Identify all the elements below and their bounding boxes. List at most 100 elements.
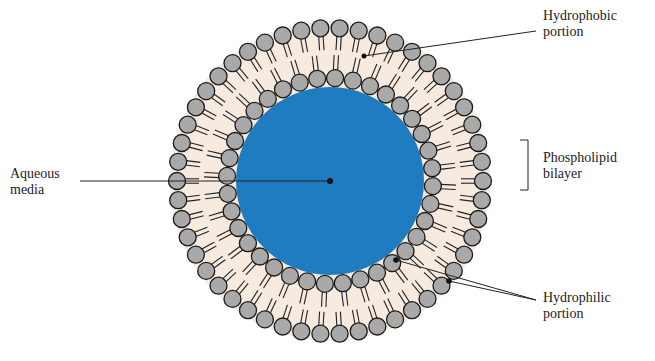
lipid-tail [439, 204, 454, 207]
lipid-tail [295, 60, 299, 74]
lipid-tail [440, 163, 455, 165]
lipid-head [475, 173, 492, 190]
lipid-head [210, 277, 227, 294]
lipid-head [246, 102, 263, 119]
lipid-head [230, 220, 247, 237]
lipid-head [219, 167, 236, 184]
lipid-tail [196, 126, 209, 131]
part-label: Aqueous media [10, 166, 78, 198]
lipid-tail [291, 61, 295, 75]
lipid-tail [279, 282, 285, 296]
lipid-head [413, 126, 430, 143]
lipid-tail [422, 243, 435, 251]
lipid-tail [207, 155, 222, 158]
lipid-tail [266, 51, 272, 64]
lipid-head [312, 325, 329, 342]
lipid-tail [205, 197, 220, 199]
lipid-tail [317, 56, 319, 71]
lipid-head [362, 78, 379, 95]
leader-dot [393, 257, 399, 263]
lipid-tail [440, 168, 455, 170]
lipid-tail [435, 260, 446, 268]
lipid-tail [287, 42, 291, 55]
lipid-tail [260, 273, 268, 286]
lipid-tail [194, 130, 207, 135]
leader-dot [446, 278, 452, 284]
lipid-head [420, 142, 437, 159]
lipid-head [327, 70, 344, 87]
lipid-tail [202, 242, 214, 249]
lipid-tail [223, 269, 233, 279]
lipid-head [404, 110, 421, 127]
lipid-head [473, 192, 490, 209]
lipid-tail [252, 82, 261, 94]
lipid-tail [186, 200, 200, 202]
leader-dot [327, 178, 333, 184]
lipid-tail [412, 283, 421, 294]
lipid-tail [460, 200, 474, 202]
lipid-tail [353, 58, 356, 73]
lipid-tail [335, 36, 337, 50]
lipid-tail [204, 176, 219, 178]
lipid-tail [433, 222, 447, 228]
lipid-head [377, 86, 394, 103]
lipid-tail [323, 312, 325, 326]
lipid-tail [214, 94, 225, 102]
lipid-head [369, 318, 386, 335]
lipid-tail [430, 126, 443, 133]
lipid-tail [231, 250, 243, 259]
lipid-tail [407, 90, 417, 101]
lipid-head [293, 323, 310, 340]
lipid-tail [460, 165, 474, 167]
lipid-tail [399, 268, 408, 280]
lipid-tail [357, 39, 360, 53]
lipid-tail [226, 80, 236, 90]
lipid-tail [438, 208, 453, 211]
lipid-head [369, 264, 386, 281]
lipid-tail [456, 216, 470, 220]
lipid-head [224, 55, 241, 72]
lipid-tail [457, 211, 471, 215]
lipid-tail [431, 226, 445, 232]
lipid-tail [254, 57, 262, 69]
lipid-tail [211, 256, 222, 264]
lipid-head [198, 83, 215, 100]
lipid-tail [194, 227, 207, 232]
lipid-tail [457, 147, 471, 151]
lipid-tail [402, 60, 410, 72]
lipid-tail [441, 188, 456, 190]
lipid-tail [453, 227, 466, 232]
lipid-head [299, 273, 316, 290]
lipid-tail [368, 42, 372, 55]
lipid-tail [357, 309, 360, 323]
lipid-head [259, 90, 276, 107]
lipid-tail [246, 264, 256, 275]
lipid-tail [337, 55, 339, 70]
lipid-tail [461, 178, 475, 179]
lipid-tail [196, 231, 209, 236]
lipid-head [419, 55, 436, 72]
lipid-head [187, 99, 204, 116]
lipid-tail [395, 271, 404, 283]
lipid-head [404, 302, 421, 319]
lipid-head [397, 243, 414, 260]
lipid-tail [437, 146, 451, 150]
lipid-head [223, 203, 240, 220]
lipid-tail [340, 36, 342, 50]
lipid-tail [441, 184, 456, 186]
lipid-head [179, 116, 196, 133]
lipid-head [334, 275, 351, 292]
lipid-head [275, 81, 292, 98]
lipid-head [312, 20, 329, 37]
lipid-head [424, 160, 441, 177]
lipid-head [240, 302, 257, 319]
lipid-tail [215, 130, 229, 136]
part-label: Hydrophobic portion [543, 8, 643, 40]
lipid-tail [300, 289, 303, 304]
lipid-tail [460, 161, 474, 163]
lipid-tail [225, 111, 238, 119]
lipid-tail [340, 312, 342, 326]
lipid-tail [335, 312, 337, 326]
lipid-tail [415, 71, 424, 82]
lipid-tail [368, 306, 372, 319]
